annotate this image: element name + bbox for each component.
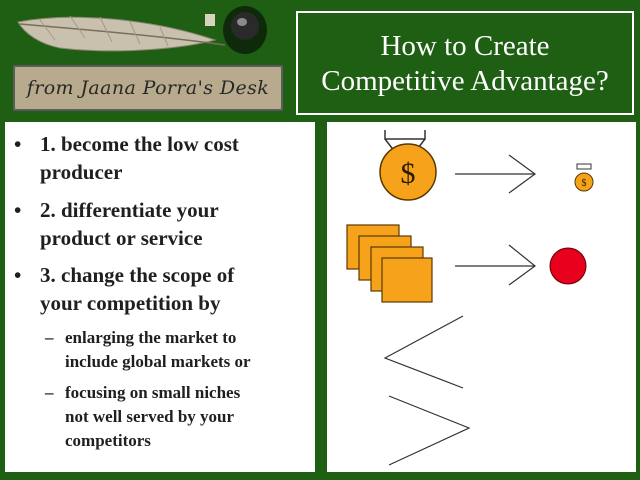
sub-bullet-text-line: include global markets or — [65, 352, 251, 371]
sub-bullet-text-line: enlarging the market to — [65, 328, 237, 347]
sub-bullet-item-2: – focusing on small niches not well serv… — [45, 381, 310, 453]
slide-title-line-1: How to Create — [380, 30, 550, 62]
red-circle-icon — [549, 247, 587, 285]
bullet-item-1: • 1. become the low cost producer — [14, 130, 320, 186]
expanding-chevron-icon — [383, 315, 464, 389]
narrowing-chevron-icon — [388, 395, 471, 466]
header-illustration: from Jaana Porra's Desk — [0, 0, 288, 118]
bullet-marker: • — [14, 263, 22, 287]
bullet-text-line: 2. differentiate your — [40, 198, 219, 222]
bullet-marker: • — [14, 132, 22, 156]
large-medal-icon: $ — [379, 130, 437, 201]
signature-banner: from Jaana Porra's Desk — [13, 65, 283, 111]
strategy-diagram: $ $ — [346, 130, 594, 466]
quill-inkwell-illustration — [17, 6, 267, 54]
bullet-item-3: • 3. change the scope of your competitio… — [14, 261, 320, 317]
bullet-text-line: producer — [40, 160, 123, 184]
sub-bullet-marker: – — [45, 383, 54, 402]
small-medal-icon: $ — [574, 163, 594, 192]
sub-bullet-text-line: not well served by your — [65, 407, 235, 426]
bullet-item-2: • 2. differentiate your product or servi… — [14, 196, 320, 252]
large-medal-symbol: $ — [401, 157, 416, 190]
small-medal-symbol: $ — [582, 178, 587, 189]
bullet-text-line: your competition by — [40, 291, 221, 315]
stacked-squares-icon — [346, 224, 433, 303]
slide-title-line-2: Competitive Advantage? — [321, 65, 609, 97]
slide-title-box: How to Create Competitive Advantage? — [296, 11, 634, 115]
sub-bullet-text-line: focusing on small niches — [65, 383, 241, 402]
bullet-text-line: 3. change the scope of — [40, 263, 235, 287]
arrow-icon — [455, 244, 536, 286]
sub-bullet-marker: – — [45, 328, 54, 347]
bullet-panel: • 1. become the low cost producer • 2. d… — [5, 122, 315, 472]
sub-bullet-text-line: competitors — [65, 431, 151, 450]
diagram-panel: $ $ — [327, 122, 636, 472]
sub-bullet-item-1: – enlarging the market to include global… — [45, 326, 310, 374]
bullet-text-line: 1. become the low cost — [40, 132, 239, 156]
bullet-marker: • — [14, 198, 22, 222]
bullet-text-line: product or service — [40, 226, 203, 250]
arrow-icon — [455, 154, 537, 194]
